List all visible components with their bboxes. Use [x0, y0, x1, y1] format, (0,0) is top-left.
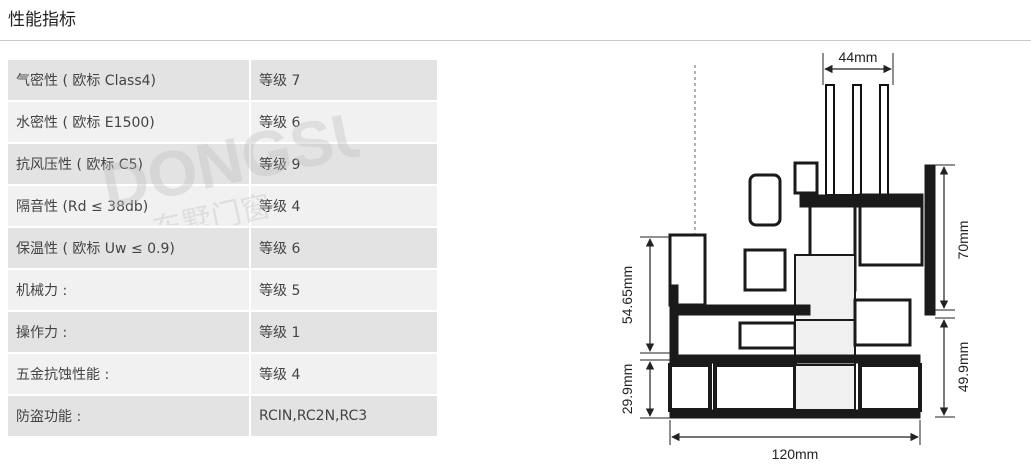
page-title: 性能指标	[8, 10, 76, 30]
spec-value: 等级 6	[249, 228, 437, 268]
dim-label-70: 70mm	[955, 221, 971, 260]
spec-label: 水密性 ( 欧标 E1500)	[8, 102, 249, 142]
spec-label: 防盗功能 :	[8, 396, 249, 436]
spec-label: 气密性 ( 欧标 Class4)	[8, 60, 249, 100]
spec-row: 气密性 ( 欧标 Class4) 等级 7	[8, 60, 437, 100]
spec-label: 机械力 :	[8, 270, 249, 310]
dim-label-29-9: 29.9mm	[619, 364, 635, 415]
spec-label: 隔音性 (Rd ≤ 38db)	[8, 186, 249, 226]
dimension-left: 54.65mm 29.9mm	[619, 236, 670, 419]
spec-row: 防盗功能 : RCIN,RC2N,RC3	[8, 396, 437, 436]
glazing-unit	[825, 84, 900, 196]
spec-value: RCIN,RC2N,RC3	[249, 396, 437, 436]
spec-row: 五金抗蚀性能 : 等级 4	[8, 354, 437, 394]
spec-row: 操作力 : 等级 1	[8, 312, 437, 352]
spec-row: 保温性 ( 欧标 Uw ≤ 0.9) 等级 6	[8, 228, 437, 268]
dim-label-44: 44mm	[839, 49, 878, 65]
spec-row: 水密性 ( 欧标 E1500) 等级 6	[8, 102, 437, 142]
spec-label: 五金抗蚀性能 :	[8, 354, 249, 394]
spec-value: 等级 7	[249, 60, 437, 100]
spec-label: 操作力 :	[8, 312, 249, 352]
spec-label: 抗风压性 ( 欧标 C5)	[8, 144, 249, 184]
spec-value: 等级 1	[249, 312, 437, 352]
spec-value: 等级 4	[249, 186, 437, 226]
spec-table: 气密性 ( 欧标 Class4) 等级 7 水密性 ( 欧标 E1500) 等级…	[8, 58, 437, 438]
dimension-bottom: 120mm	[669, 420, 921, 462]
dimension-top: 44mm	[822, 49, 894, 85]
frame-profile	[668, 161, 936, 419]
spec-value: 等级 9	[249, 144, 437, 184]
spec-value: 等级 4	[249, 354, 437, 394]
spec-label: 保温性 ( 欧标 Uw ≤ 0.9)	[8, 228, 249, 268]
spec-row: 抗风压性 ( 欧标 C5) 等级 9	[8, 144, 437, 184]
spec-value: 等级 6	[249, 102, 437, 142]
spec-row: 机械力 : 等级 5	[8, 270, 437, 310]
window-profile-diagram: 44mm	[619, 49, 971, 462]
dim-label-120: 120mm	[772, 446, 819, 462]
dim-label-54-65: 54.65mm	[619, 266, 635, 324]
title-divider	[0, 40, 1031, 41]
spec-row: 隔音性 (Rd ≤ 38db) 等级 4	[8, 186, 437, 226]
dimension-right: 70mm 49.9mm	[935, 164, 971, 418]
dim-label-49-9: 49.9mm	[955, 342, 971, 393]
spec-value: 等级 5	[249, 270, 437, 310]
